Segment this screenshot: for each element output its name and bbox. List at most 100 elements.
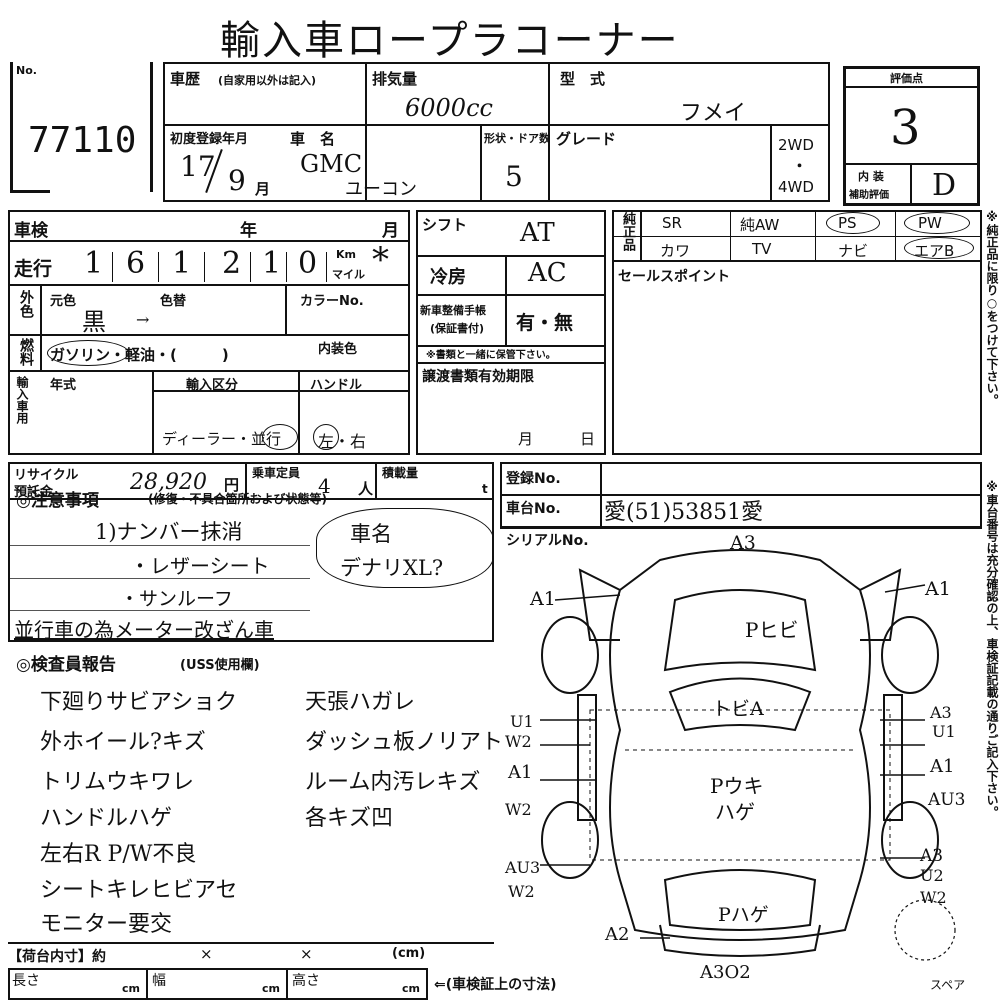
diagram-mark: U2 [920,866,944,885]
diagram-mark: W2 [505,800,532,819]
diagram-mark: A2 [605,924,630,945]
car-diagram [540,549,956,961]
equip-tv[interactable]: TV [752,240,772,258]
diagram-mark: Pヒビ [745,618,799,642]
diagram-mark: A1 [530,588,556,610]
equip-sr[interactable]: SR [662,214,682,232]
first-reg-month: 9 [228,164,246,197]
manual-label-2: (保証書付) [430,322,485,335]
inspector-label: ◎検査員報告 [16,655,116,675]
notes-label: ◎注意事項 [16,491,99,511]
manual-label-1: 新車整備手帳 [420,304,486,317]
car-name-2: ユーコン [345,179,417,200]
diagram-mark: A3 [930,703,952,722]
inspector-left: モニター要交 [40,912,173,937]
model-year-label: 年式 [50,378,77,393]
note-line: ・サンルーフ [120,588,233,610]
inspector-left: 下廻りサビアショク [40,690,238,715]
inspection-month: 月 [382,221,399,241]
equip-pw-circle [904,212,970,234]
score-value: 3 [890,100,921,156]
recycle-label-1: リサイクル [14,468,79,483]
page-title: 輸入車ロープラコーナー [220,18,680,64]
model-label: 型 式 [560,70,606,88]
mileage-digit: 1 [262,246,282,281]
repaint-label: 色替 [160,294,187,309]
recycle-col2 [375,462,377,500]
wheel-front-right [881,616,939,694]
mile-mark: * [372,240,389,280]
diagram-mark: U1 [510,712,534,731]
diagram-mark: W2 [920,888,947,907]
hood-panel [663,589,817,672]
spare-label: スペア [930,978,966,992]
person-char: 人 [358,480,374,498]
transfer-day: 日 [580,430,596,448]
chassis-label: 車台No. [506,501,561,517]
drive-dot: ・ [792,157,808,175]
right-side-strip [883,694,903,821]
exterior-label: 外色 [18,290,34,318]
serial-label: シリアルNo. [506,533,589,549]
inspection-year: 年 [240,221,257,241]
mid-col2 [505,294,507,345]
shift-value: AT [520,218,555,248]
header-info-box [163,62,830,202]
diagram-mark: W2 [505,732,532,751]
interior-color-label: 内装色 [318,342,358,357]
grade-label: グレード [556,130,617,148]
import-type-label: 輸入区分 [186,378,239,393]
diagram-mark: A1 [930,756,955,777]
import-selected-circle [262,424,298,450]
spec-row4 [8,370,410,372]
fuel-selected-circle [47,340,129,366]
color-value: 黒 [82,308,106,336]
color-no-col [285,284,287,334]
chassis-row [500,498,982,528]
cargo-cm: (cm) [392,946,426,961]
cargo-top [8,942,494,944]
equip-leather[interactable]: カワ [660,242,691,260]
wheel-front-left [541,616,599,694]
displacement-value: 6000cc [405,94,493,122]
inspector-right: 天張ハガレ [305,690,416,715]
first-reg-label: 初度登録年月 [170,132,249,147]
drive-4wd: 4WD [778,178,814,196]
handle-selected-circle [313,424,339,450]
diagram-mark: A1 [925,578,951,600]
right-mirror [859,568,902,641]
diagram-mark: U1 [932,722,956,741]
displacement-label: 排気量 [372,70,418,88]
no-label: No. [16,64,37,77]
cargo-x1: × [200,945,213,963]
import-row [152,390,410,392]
shift-label: シフト [422,216,468,234]
mileage-sep [326,252,327,282]
mid-row1 [416,255,606,257]
spec-row2 [8,284,410,286]
equip-bottom [612,260,982,262]
equip-col1 [730,210,731,260]
notes-rule [10,545,310,546]
side-note-2: ※車台番号は充分確認の上、車検証記載の通りご記入下さい。 [985,480,999,818]
doors-value: 5 [505,160,523,193]
sales-point-label: セールスポイント [618,269,730,285]
equip-navi[interactable]: ナビ [838,242,869,260]
notes-rule [10,578,310,579]
spec-row1 [8,240,410,242]
roof-dashed [589,709,891,861]
diagram-mark: AU3 [928,790,966,810]
windshield [668,677,812,732]
equip-aw[interactable]: 純AW [740,216,780,234]
side-note-1: ※純正品に限り○をつけて下さい。 [985,210,999,406]
original-color-label: 元色 [50,294,77,309]
height-cm: cm [402,982,420,995]
note-line: 並行車の為メーター改ざん車 [14,618,274,642]
recycle-value: 28,920 [130,470,207,495]
diagram-mark: トビA [712,698,764,720]
inspector-right: 各キズ凹 [305,806,394,831]
equip-col2 [815,210,816,260]
month-char: 月 [255,180,271,198]
reg-col [600,462,602,528]
ac-label: 冷房 [430,267,466,288]
